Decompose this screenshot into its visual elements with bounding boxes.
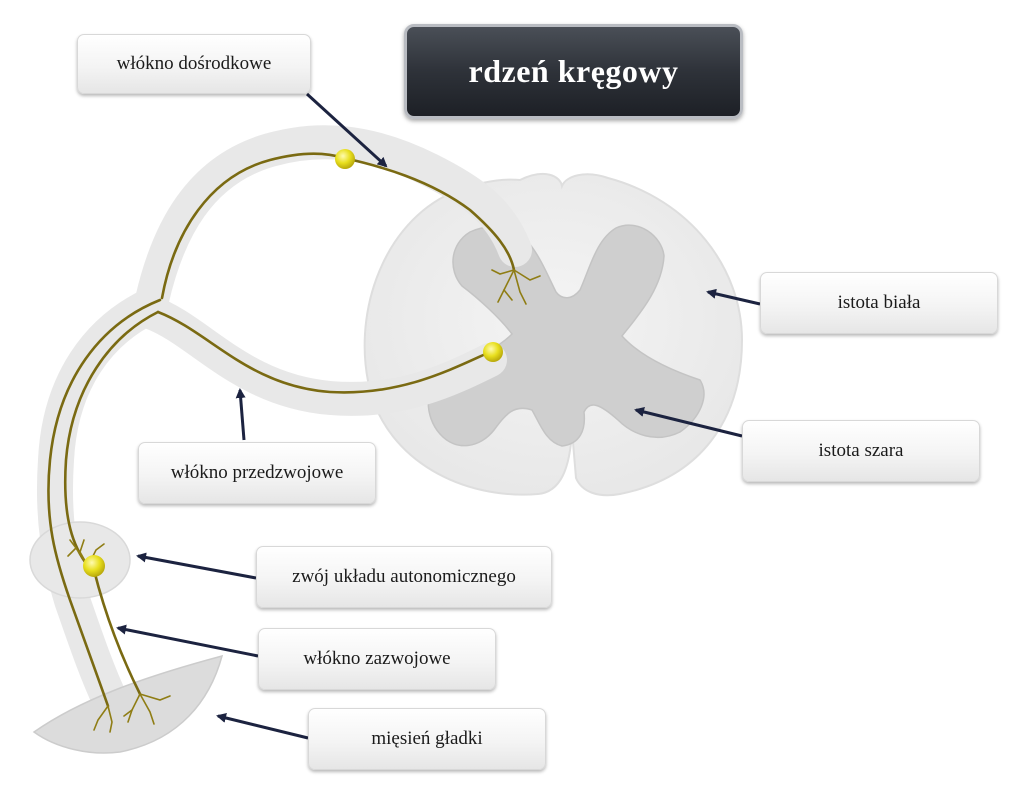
- afferent-neuron-body: [335, 149, 355, 169]
- label-preganglionic-fiber: włókno przedzwojowe: [138, 442, 376, 504]
- smooth-muscle-shape: [32, 654, 224, 754]
- spinal-cord-title: rdzeń kręgowy: [404, 24, 743, 119]
- preganglionic-sheath: [133, 295, 507, 416]
- arrow-smooth-muscle: [216, 713, 309, 740]
- label-autonomic-ganglion: zwój układu autonomicznego: [256, 546, 552, 608]
- arrow-preganglionic: [235, 388, 246, 441]
- ganglion-neuron-body: [83, 555, 105, 577]
- trunk-sheath: [36, 288, 168, 718]
- pointer-arrows: [116, 92, 761, 740]
- preganglionic-neuron-body: [483, 342, 503, 362]
- label-gray-matter: istota szara: [742, 420, 980, 482]
- arrow-ganglion: [136, 552, 257, 580]
- label-white-matter: istota biała: [760, 272, 998, 334]
- afferent-sheath: [135, 125, 532, 317]
- arrow-white-matter: [706, 288, 761, 306]
- arrow-gray-matter: [634, 407, 743, 438]
- arrow-postganglionic: [116, 624, 259, 658]
- label-afferent-fiber: włókno dośrodkowe: [77, 34, 311, 94]
- arrow-afferent: [305, 92, 388, 168]
- label-postganglionic-fiber: włókno zazwojowe: [258, 628, 496, 690]
- autonomic-ganglion-shape: [29, 521, 131, 599]
- label-smooth-muscle: mięsień gładki: [308, 708, 546, 770]
